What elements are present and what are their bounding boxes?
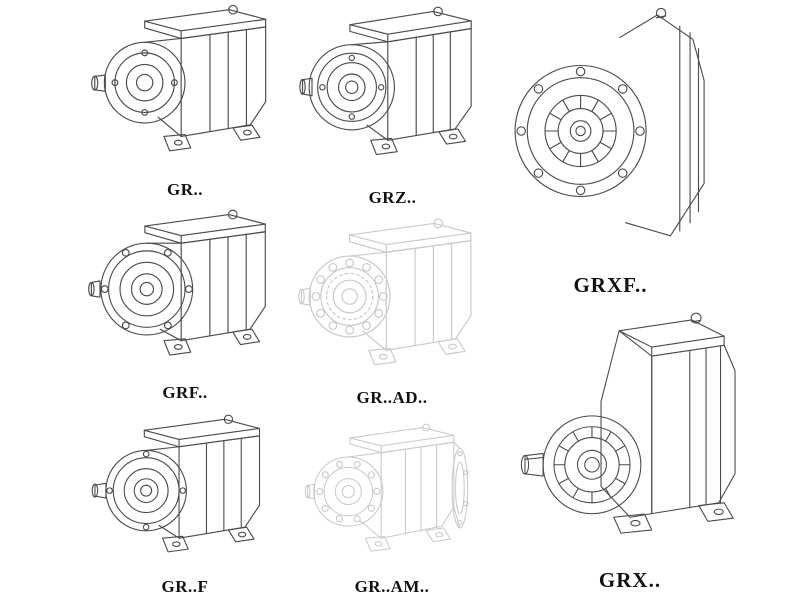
gr-gearbox-drawing: [91, 4, 267, 152]
model-label-grf: GRF..: [162, 383, 208, 402]
grx-gearbox-drawing: [520, 312, 736, 534]
model-label-grz: GRZ..: [368, 188, 417, 207]
model-label-gr: GR..: [167, 180, 203, 199]
model-label-gr-f: GR..F: [161, 577, 209, 596]
grz-gearbox-drawing: [298, 6, 472, 156]
gr-f-gearbox-drawing: [91, 414, 261, 553]
gearbox-cell-grf: GRF..: [80, 205, 290, 403]
gearbox-cell-grz: GRZ..: [295, 2, 490, 208]
gearbox-cell-gr: GR..: [80, 2, 290, 200]
gearbox-cell-grx: GRX..: [495, 300, 765, 593]
model-label-gr-am: GR..AM..: [354, 577, 430, 596]
model-label-gr-ad: GR..AD..: [356, 388, 428, 407]
gearbox-cell-gr-am: GR..AM..: [292, 412, 492, 597]
grf-gearbox-drawing: [87, 209, 266, 356]
gearbox-cell-gr-ad: GR..AD..: [292, 208, 492, 408]
gearbox-cell-grxf: GRXF..: [498, 0, 723, 298]
gr-ad-gearbox-drawing: [298, 218, 472, 366]
gearbox-cell-gr-f: GR..F: [80, 412, 290, 597]
model-label-grxf: GRXF..: [573, 273, 648, 297]
gr-am-gearbox-drawing: [304, 423, 469, 552]
grxf-gearbox-drawing: [514, 7, 705, 237]
model-label-grx: GRX..: [598, 568, 662, 592]
